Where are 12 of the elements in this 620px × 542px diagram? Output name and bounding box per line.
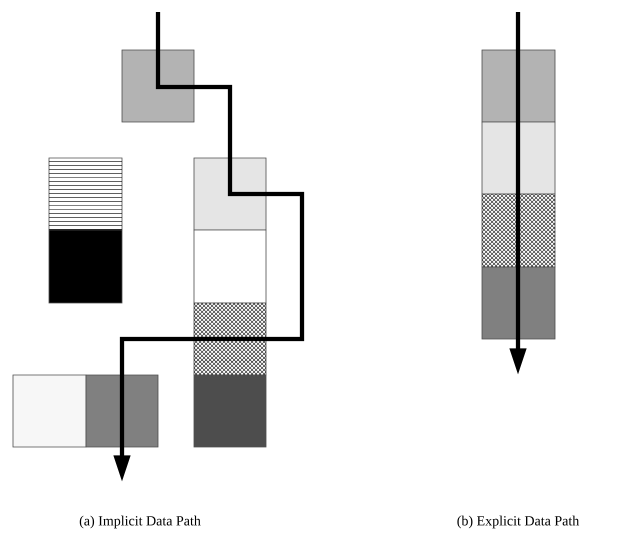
- block: [482, 50, 556, 122]
- block: [122, 50, 194, 122]
- caption: (b) Explicit Data Path: [457, 516, 580, 528]
- block: [194, 374, 266, 448]
- block: [12, 374, 86, 448]
- block: [482, 266, 556, 340]
- block: [194, 158, 266, 230]
- block: [194, 230, 266, 304]
- block: [48, 230, 122, 304]
- caption: (a) Implicit Data Path: [80, 516, 201, 528]
- block: [482, 122, 556, 194]
- block: [86, 374, 158, 448]
